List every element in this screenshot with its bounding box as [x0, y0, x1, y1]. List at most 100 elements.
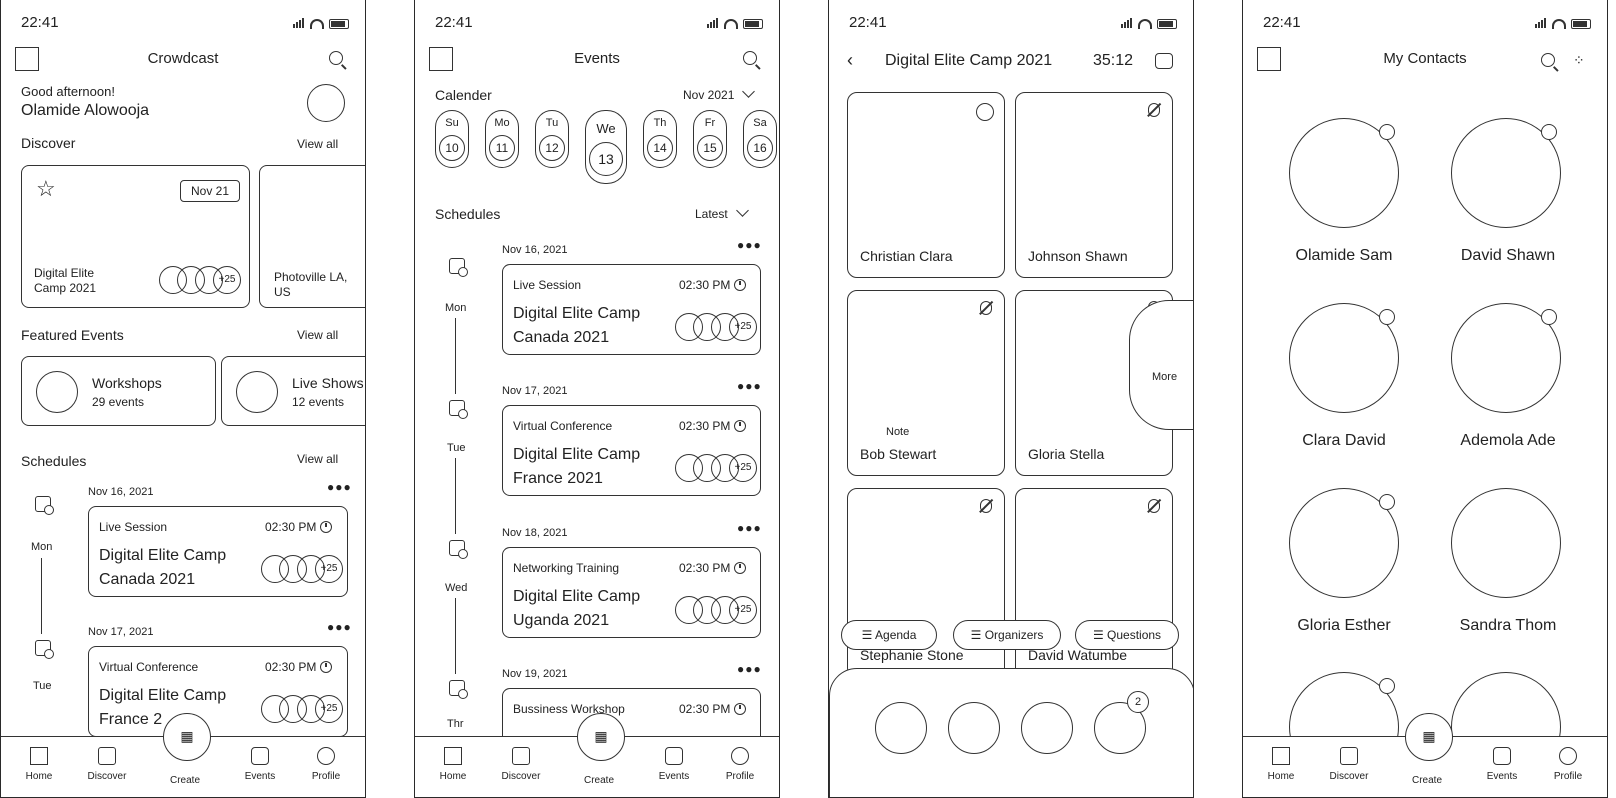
status-time: 22:41	[1263, 14, 1301, 31]
session-type: Virtual Conference	[513, 419, 613, 433]
more-options-icon[interactable]: ●●●	[737, 238, 762, 252]
chip-label: Questions	[1107, 628, 1162, 642]
status-time: 22:41	[435, 14, 473, 31]
nav-create-label: Create	[169, 775, 200, 786]
nav-profile[interactable]: Profile	[1538, 747, 1598, 782]
participant-tile[interactable]: Johnson Shawn	[1015, 92, 1173, 278]
avatar[interactable]	[307, 84, 345, 122]
screen-call: 22:41 ‹ Digital Elite Camp 2021 35:12 Ch…	[828, 0, 1194, 798]
featured-workshops[interactable]: Workshops 29 events	[21, 356, 216, 426]
status-icons	[293, 15, 349, 33]
contact-name: Ademola Ade	[1460, 432, 1556, 449]
schedule-card[interactable]: Networking Training 02:30 PM Digital Eli…	[502, 547, 761, 638]
month-selector[interactable]: Nov 2021	[683, 85, 756, 102]
nav-events[interactable]: Events	[230, 747, 290, 782]
profile-icon	[1559, 747, 1577, 765]
timeline-line	[455, 318, 457, 394]
create-button[interactable]: ▦	[577, 713, 625, 761]
events-icon	[251, 747, 269, 765]
nav-events[interactable]: Events	[1472, 747, 1532, 782]
star-icon[interactable]: ☆	[36, 176, 56, 201]
more-options-icon[interactable]: ●●●	[327, 480, 352, 494]
session-title-line2: Canada 2021	[99, 571, 196, 588]
nav-home[interactable]: Home	[9, 747, 69, 782]
nav-profile[interactable]: Profile	[710, 747, 770, 782]
participant-name: David Watumbe	[1028, 647, 1128, 663]
nav-label: Events	[244, 771, 276, 782]
session-type: Bussiness Workshop	[513, 702, 625, 716]
add-contact-icon[interactable]: ⁘	[1573, 52, 1585, 68]
create-icon: ▦	[180, 728, 194, 744]
end-call-button[interactable]	[948, 702, 1000, 754]
schedules-view-all[interactable]: View all	[297, 452, 339, 466]
sort-selector[interactable]: Latest	[695, 204, 749, 221]
schedule-card[interactable]: Live Session 02:30 PM Digital Elite Camp…	[502, 264, 761, 355]
note-label[interactable]: Note	[886, 426, 910, 438]
back-arrow-icon[interactable]: ‹	[847, 50, 853, 70]
session-time-wrap: 02:30 PM	[679, 561, 747, 575]
section-title-featured: Featured Events	[21, 327, 124, 343]
attendee-avatars: +25	[261, 695, 343, 723]
session-time: 02:30 PM	[679, 419, 731, 433]
attendee-count: +25	[729, 313, 757, 341]
schedule-card[interactable]: Live Session 02:30 PM Digital Elite Camp…	[88, 506, 348, 597]
featured-view-all[interactable]: View all	[297, 328, 339, 342]
featured-sub: 29 events	[92, 395, 145, 409]
contact-name: Clara David	[1302, 432, 1386, 449]
menu-icon[interactable]	[15, 47, 39, 71]
nav-home[interactable]: Home	[1251, 747, 1311, 782]
more-menu[interactable]: More	[1129, 300, 1193, 430]
search-icon[interactable]	[1541, 53, 1555, 67]
search-icon[interactable]	[329, 51, 343, 65]
nav-events[interactable]: Events	[644, 747, 704, 782]
schedule-card[interactable]: Virtual Conference 02:30 PM Digital Elit…	[88, 646, 348, 737]
nav-discover[interactable]: Discover	[1319, 747, 1379, 782]
featured-live-shows[interactable]: Live Shows 12 events	[221, 356, 365, 426]
organizers-chip[interactable]: ☰ Organizers	[953, 620, 1061, 650]
schedule-card[interactable]: Virtual Conference 02:30 PM Digital Elit…	[502, 405, 761, 496]
questions-chip[interactable]: ☰ Questions	[1075, 620, 1179, 650]
weekday-label: Tue	[447, 442, 466, 454]
search-icon[interactable]	[743, 51, 757, 65]
chat-button[interactable]: 2	[1094, 691, 1149, 754]
clock-icon	[734, 562, 747, 574]
nav-discover[interactable]: Discover	[77, 747, 137, 782]
menu-icon[interactable]	[429, 47, 453, 71]
discover-view-all[interactable]: View all	[297, 137, 339, 151]
bottom-nav: Home Discover ▦ Create Events Profile	[415, 713, 779, 797]
attendee-count: +25	[729, 596, 757, 624]
attendee-avatars: +25	[261, 555, 343, 583]
more-options-icon[interactable]: ●●●	[737, 662, 762, 676]
participant-name: Gloria Stella	[1028, 446, 1105, 462]
chat-icon[interactable]	[1155, 53, 1173, 69]
mute-button[interactable]	[875, 702, 927, 754]
create-button[interactable]: ▦	[163, 713, 211, 761]
nav-home[interactable]: Home	[423, 747, 483, 782]
more-label: More	[1152, 371, 1178, 383]
agenda-chip[interactable]: ☰ Agenda	[841, 620, 937, 650]
nav-profile[interactable]: Profile	[296, 747, 356, 782]
create-button[interactable]: ▦	[1405, 713, 1453, 761]
menu-icon[interactable]	[1257, 47, 1281, 71]
video-button[interactable]	[1021, 702, 1073, 754]
contact-avatar[interactable]	[1451, 488, 1561, 598]
more-options-icon[interactable]: ●●●	[327, 620, 352, 634]
participant-tile[interactable]: Christian Clara	[847, 92, 1005, 278]
more-options-icon[interactable]: ●●●	[737, 379, 762, 393]
more-options-icon[interactable]: ●●●	[737, 521, 762, 535]
discover-card[interactable]: ☆ Nov 21 Digital Elite Camp 2021 +25	[21, 165, 250, 308]
status-dot	[1541, 124, 1557, 140]
participant-tile[interactable]: Note Bob Stewart	[847, 290, 1005, 476]
home-icon	[1272, 747, 1290, 765]
video-camera-icon	[36, 371, 78, 413]
discover-card[interactable]: Photoville LA, US	[259, 165, 365, 308]
nav-discover[interactable]: Discover	[491, 747, 551, 782]
profile-icon	[317, 747, 335, 765]
